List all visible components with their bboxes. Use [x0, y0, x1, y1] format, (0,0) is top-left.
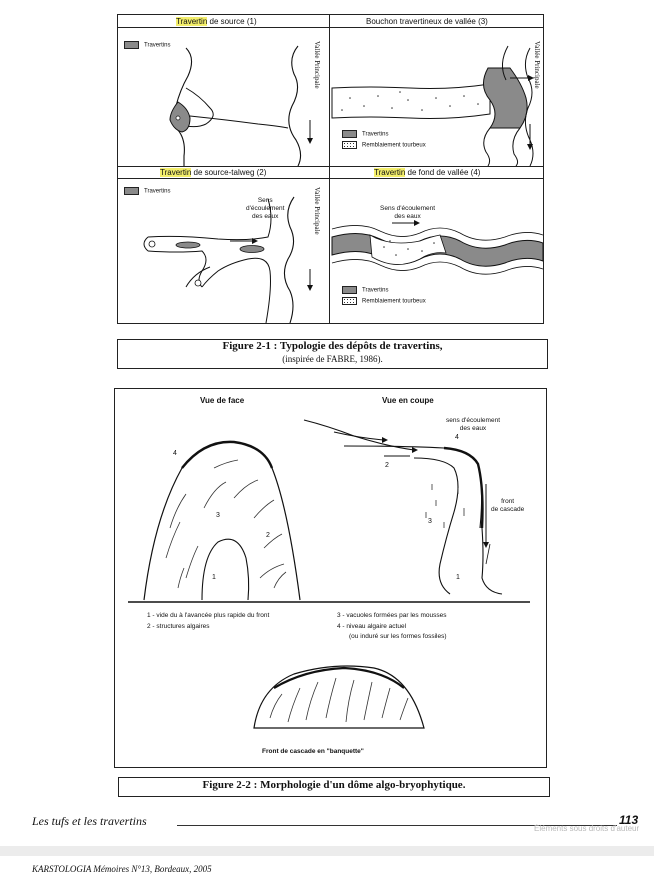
figure-2-1-caption-box [117, 339, 548, 369]
travertin-swatch [342, 286, 357, 294]
figure-2-1-caption: Figure 2-1 : Typologie des dépôts de tra… [222, 340, 443, 352]
section-label-4: 4 [455, 434, 459, 441]
figure-2-1-caption-sub: (inspirée de FABRE, 1986). [282, 354, 383, 364]
footer-page-number: 113 [619, 813, 639, 827]
bottom-journal-line: KARSTOLOGIA Mémoires N°13, Bordeaux, 200… [32, 864, 212, 874]
panel-3-legend-remblaiement: Remblaiement tourbeux [342, 141, 426, 149]
page-separator [0, 846, 654, 856]
panel-4-sens-ecoulement: Sens d'écoulement des eaux [380, 205, 436, 221]
section-label-3: 3 [428, 518, 432, 525]
panel-2-title: Travertin de source-talweg (2) [160, 168, 267, 177]
vue-de-face-label: Vue de face [200, 396, 245, 405]
panel-divider-vertical [329, 15, 330, 323]
panel-4-legend-remblaiement: Remblaiement tourbeux [342, 297, 426, 305]
dome-label-3: 3 [216, 512, 220, 519]
figure-2-2-caption-box [118, 777, 550, 797]
travertin-swatch [124, 187, 139, 195]
panel-2-drawing [143, 196, 313, 323]
panel-3-title: Bouchon travertineux de vallée (3) [366, 17, 488, 26]
dome-label-2: 2 [266, 532, 270, 539]
footer-rule [177, 825, 617, 826]
watermark-text: Éléments sous droits d'auteur [534, 824, 640, 833]
sens-ecoulement-coupe: sens d'écoulement des eaux [446, 417, 500, 433]
panel-3-legend-travertins: Travertins [342, 130, 388, 138]
vallee-label-1: Vallée Principale [313, 41, 321, 89]
figure-2-2-drawing [128, 419, 530, 729]
vallee-label-3: Vallée Principale [533, 41, 541, 89]
panel-4-title: Travertin de fond de vallée (4) [374, 168, 481, 177]
panel-4-drawing [331, 220, 543, 275]
legend-1: 1 - vide du à l'avancée plus rapide du f… [147, 612, 270, 619]
banquette-label: Front de cascade en "banquette" [262, 748, 364, 755]
panel-divider-horizontal [118, 166, 543, 167]
travertin-swatch [342, 130, 357, 138]
legend-2: 2 - structures algaires [147, 623, 210, 630]
panel-1-title: Travertin de source (1) [176, 17, 257, 26]
panel-4-legend-travertins: Travertins [342, 286, 388, 294]
legend-3: 3 - vacuoles formées par les mousses [337, 612, 447, 619]
dome-label-4: 4 [173, 450, 177, 457]
title-row-line-top [118, 27, 543, 28]
remblaiement-swatch [342, 141, 357, 149]
figure-2-1: Travertin de source (1) Bouchon traverti… [117, 14, 544, 324]
footer-running-title: Les tufs et les travertins [32, 814, 147, 828]
section-label-1: 1 [456, 574, 460, 581]
panel-1-drawing [169, 45, 313, 166]
figure-2-2-caption: Figure 2-2 : Morphologie d'un dôme algo-… [202, 779, 466, 791]
panel-3-drawing [331, 45, 534, 166]
remblaiement-swatch [342, 297, 357, 305]
dome-label-1: 1 [212, 574, 216, 581]
vue-en-coupe-label: Vue en coupe [382, 396, 434, 405]
figure-2-2 [114, 388, 547, 768]
legend-4b: (ou induré sur les formes fossiles) [349, 633, 447, 640]
front-cascade-label: front de cascade [491, 498, 525, 514]
travertin-swatch [124, 41, 139, 49]
panel-1-legend: Travertins [124, 41, 170, 49]
vallee-label-2: Vallée Principale [313, 187, 321, 235]
panel-2-legend: Travertins [124, 187, 170, 195]
panel-2-sens-ecoulement: Sens d'écoulement des eaux [246, 197, 285, 221]
title-row-line-bottom [118, 178, 543, 179]
legend-4: 4 - niveau algaire actuel [337, 623, 407, 630]
section-label-2: 2 [385, 462, 389, 469]
